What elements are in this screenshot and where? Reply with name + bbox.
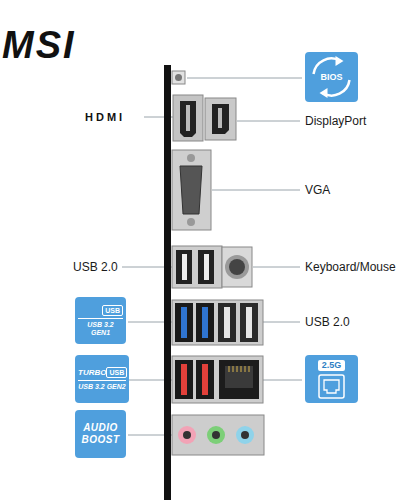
hdmi-logo: HDMI [85, 110, 125, 124]
feature-badge: USB USB 3.2 GEN1 [75, 297, 126, 344]
badge-text: USB 3.2 GEN1 [78, 318, 123, 337]
refresh-arrowhead [320, 88, 328, 98]
port-label: USB 2.0 [73, 260, 118, 274]
feature-badge: TURBOUSB USB 3.2 GEN2 [75, 355, 129, 403]
badge-text: AUDIO BOOST [78, 422, 123, 446]
badge-row: TURBOUSB [78, 367, 126, 378]
badge-text: USB [106, 367, 127, 378]
port-label: USB 2.0 [305, 315, 350, 329]
badge-text: TURBO [78, 368, 106, 378]
feature-badge: 2.5G [305, 355, 358, 403]
feature-badge: BIOS [305, 52, 358, 102]
port-label: Keyboard/Mouse [305, 260, 396, 274]
badge-text: 2.5G [318, 360, 346, 371]
badge-text: USB 3.2 GEN2 [78, 380, 125, 391]
lan-port-shape [324, 380, 339, 393]
refresh-arrowhead [336, 56, 344, 66]
port-label: VGA [305, 183, 330, 197]
lan-port-outline [319, 375, 344, 398]
brand-logo: MSI [2, 24, 76, 66]
feature-badge: AUDIO BOOST [75, 410, 126, 458]
badge-text: USB [102, 305, 123, 316]
badge-title: BIOS [320, 72, 342, 83]
port-label: DisplayPort [305, 114, 366, 128]
